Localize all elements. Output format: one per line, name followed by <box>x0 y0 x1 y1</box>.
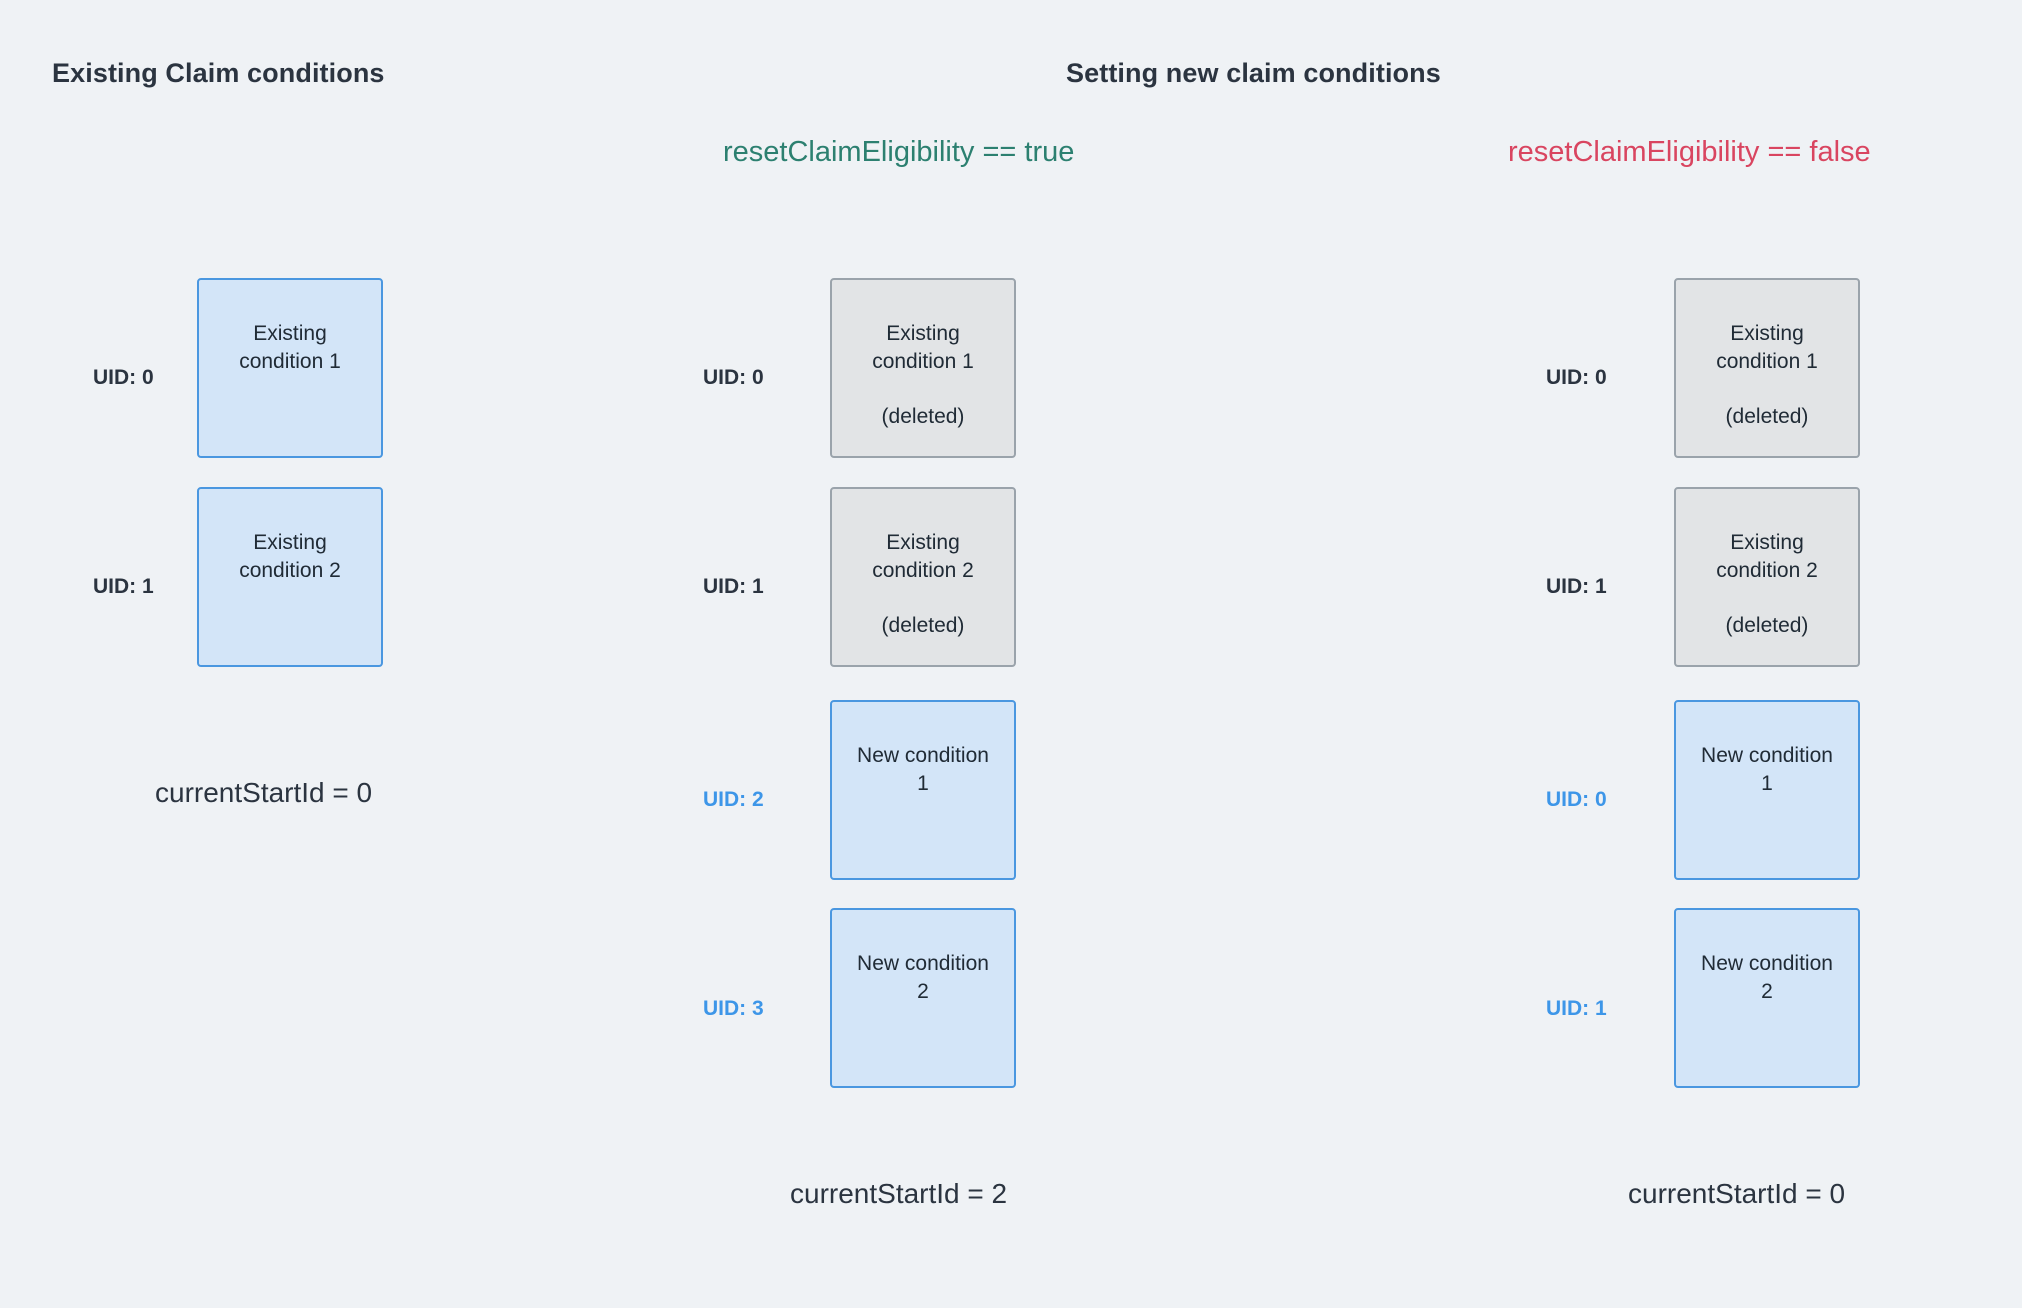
condition-box-text: Existing condition 1 <box>239 322 341 373</box>
heading-existing-claim-conditions: Existing Claim conditions <box>52 58 385 88</box>
uid-label-reset-true-2: UID: 2 <box>703 788 764 811</box>
deleted-note: (deleted) <box>1725 405 1809 429</box>
condition-box-text: Existing condition 1 <box>1716 322 1818 373</box>
condition-box-reset-true-existing-1: Existing condition 1 (deleted) <box>830 278 1016 458</box>
condition-box-text: New condition 1 <box>1701 744 1833 795</box>
uid-label-existing-1: UID: 1 <box>93 575 154 598</box>
condition-box-text: New condition 2 <box>1701 952 1833 1003</box>
condition-box-reset-true-new-1: New condition 1 <box>830 700 1016 880</box>
condition-box-existing-2: Existing condition 2 <box>197 487 383 667</box>
condition-box-reset-true-new-2: New condition 2 <box>830 908 1016 1088</box>
heading-setting-new-claim-conditions: Setting new claim conditions <box>1066 58 1441 88</box>
current-start-id-reset-false: currentStartId = 0 <box>1628 1178 1846 1209</box>
condition-box-text: Existing condition 2 <box>1716 531 1818 582</box>
uid-label-reset-true-0: UID: 0 <box>703 366 764 389</box>
expression-reset-eligibility-true: resetClaimEligibility == true <box>723 136 1075 168</box>
uid-label-reset-false-0: UID: 0 <box>1546 366 1607 389</box>
condition-box-reset-false-new-2: New condition 2 <box>1674 908 1860 1088</box>
condition-box-text: Existing condition 1 <box>872 322 974 373</box>
uid-label-reset-true-3: UID: 3 <box>703 997 764 1020</box>
uid-label-reset-false-2: UID: 0 <box>1546 788 1607 811</box>
deleted-note: (deleted) <box>881 405 965 429</box>
condition-box-reset-false-new-1: New condition 1 <box>1674 700 1860 880</box>
condition-box-text: Existing condition 2 <box>872 531 974 582</box>
uid-label-existing-0: UID: 0 <box>93 366 154 389</box>
condition-box-reset-true-existing-2: Existing condition 2 (deleted) <box>830 487 1016 667</box>
uid-label-reset-true-1: UID: 1 <box>703 575 764 598</box>
uid-label-reset-false-1: UID: 1 <box>1546 575 1607 598</box>
deleted-note: (deleted) <box>1725 614 1809 638</box>
condition-box-existing-1: Existing condition 1 <box>197 278 383 458</box>
uid-label-reset-false-3: UID: 1 <box>1546 997 1607 1020</box>
deleted-note: (deleted) <box>881 614 965 638</box>
condition-box-text: New condition 1 <box>857 744 989 795</box>
current-start-id-existing: currentStartId = 0 <box>155 777 373 808</box>
condition-box-text: Existing condition 2 <box>239 531 341 582</box>
condition-box-reset-false-existing-1: Existing condition 1 (deleted) <box>1674 278 1860 458</box>
current-start-id-reset-true: currentStartId = 2 <box>790 1178 1008 1209</box>
expression-reset-eligibility-false: resetClaimEligibility == false <box>1508 136 1871 168</box>
condition-box-reset-false-existing-2: Existing condition 2 (deleted) <box>1674 487 1860 667</box>
condition-box-text: New condition 2 <box>857 952 989 1003</box>
